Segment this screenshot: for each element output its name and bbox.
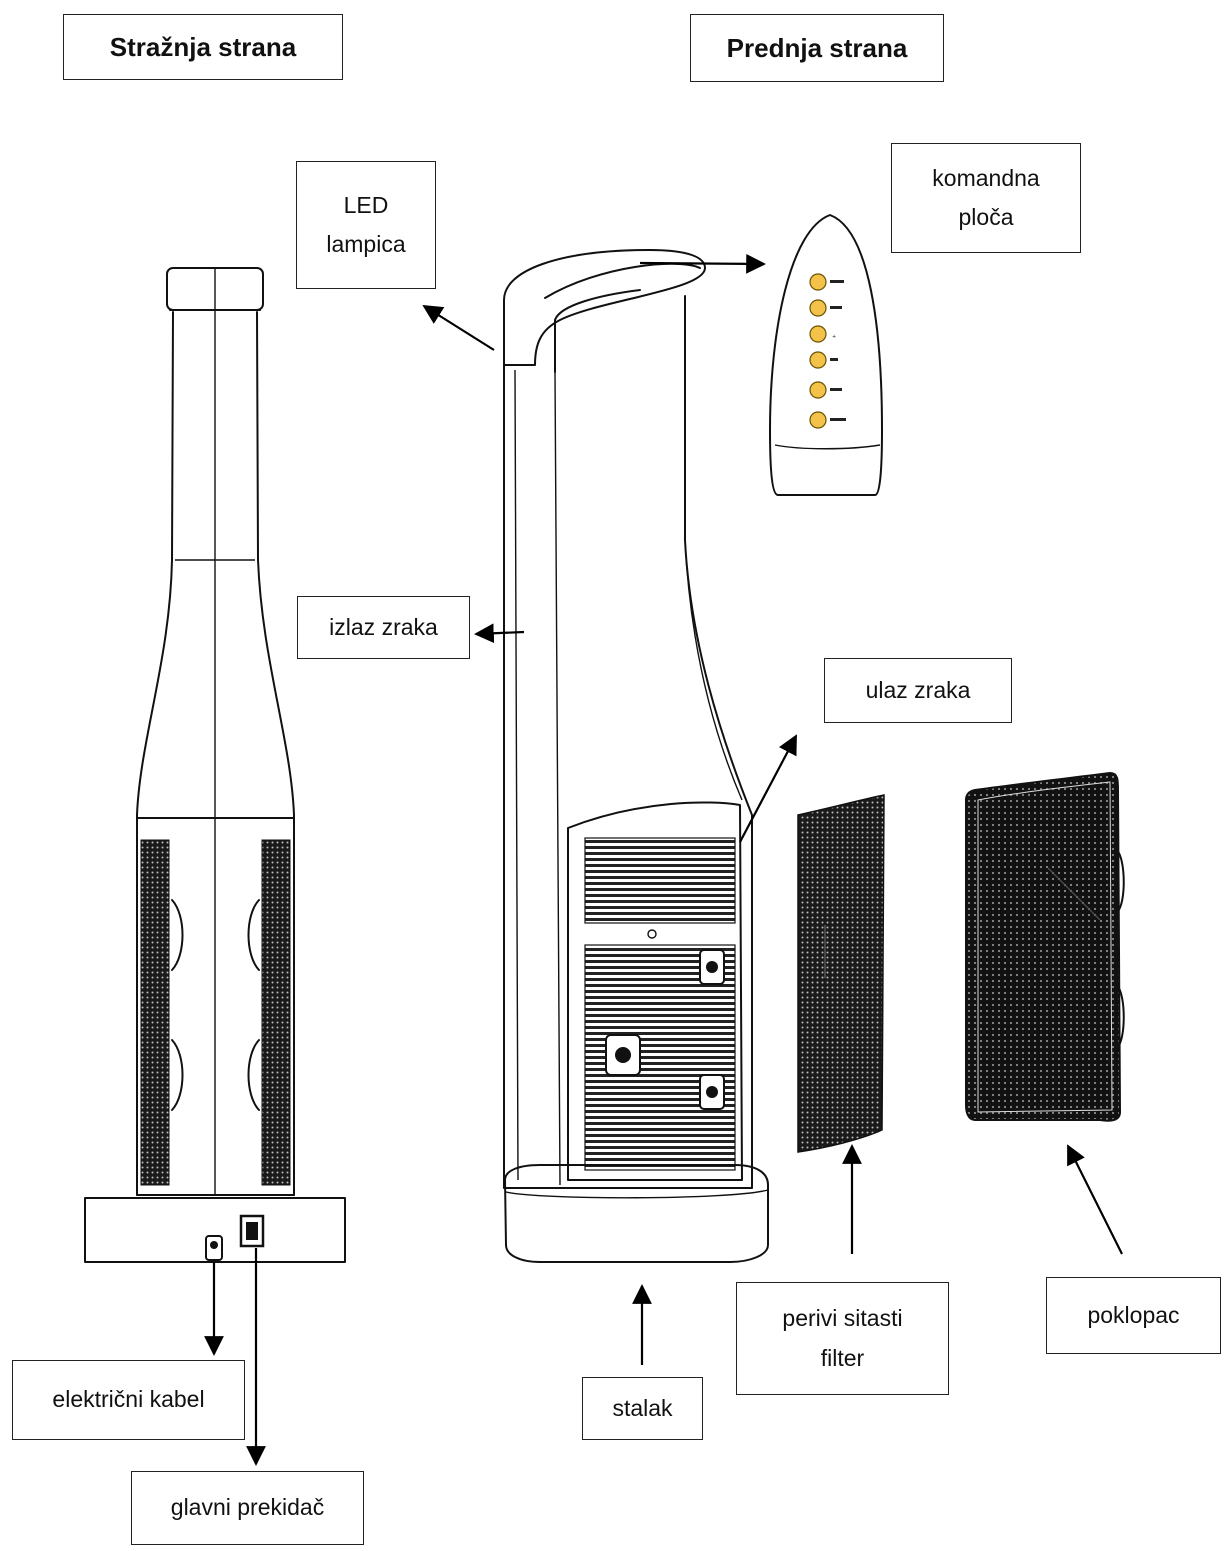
stand-label: stalak (582, 1377, 703, 1440)
cover-illustration (965, 771, 1125, 1122)
air-inlet-label: ulaz zraka (824, 658, 1012, 723)
back-view-tower (84, 267, 346, 1263)
front-side-title: Prednja strana (690, 14, 944, 82)
cover-label: poklopac (1046, 1277, 1221, 1354)
svg-text:+: + (832, 334, 836, 340)
back-side-title: Stražnja strana (63, 14, 343, 80)
control-panel-illustration: + (769, 214, 883, 496)
washable-filter-label: perivi sitasti filter (736, 1282, 949, 1395)
power-cable-label: električni kabel (12, 1360, 245, 1440)
front-view-tower (503, 249, 769, 1263)
control-panel-label: komandna ploča (891, 143, 1081, 253)
led-lamp-label: LED lampica (296, 161, 436, 289)
annotation-arrows (204, 253, 1123, 1466)
filter-illustration (797, 794, 885, 1153)
air-outlet-label: izlaz zraka (297, 596, 470, 659)
main-switch-label: glavni prekidač (131, 1471, 364, 1545)
